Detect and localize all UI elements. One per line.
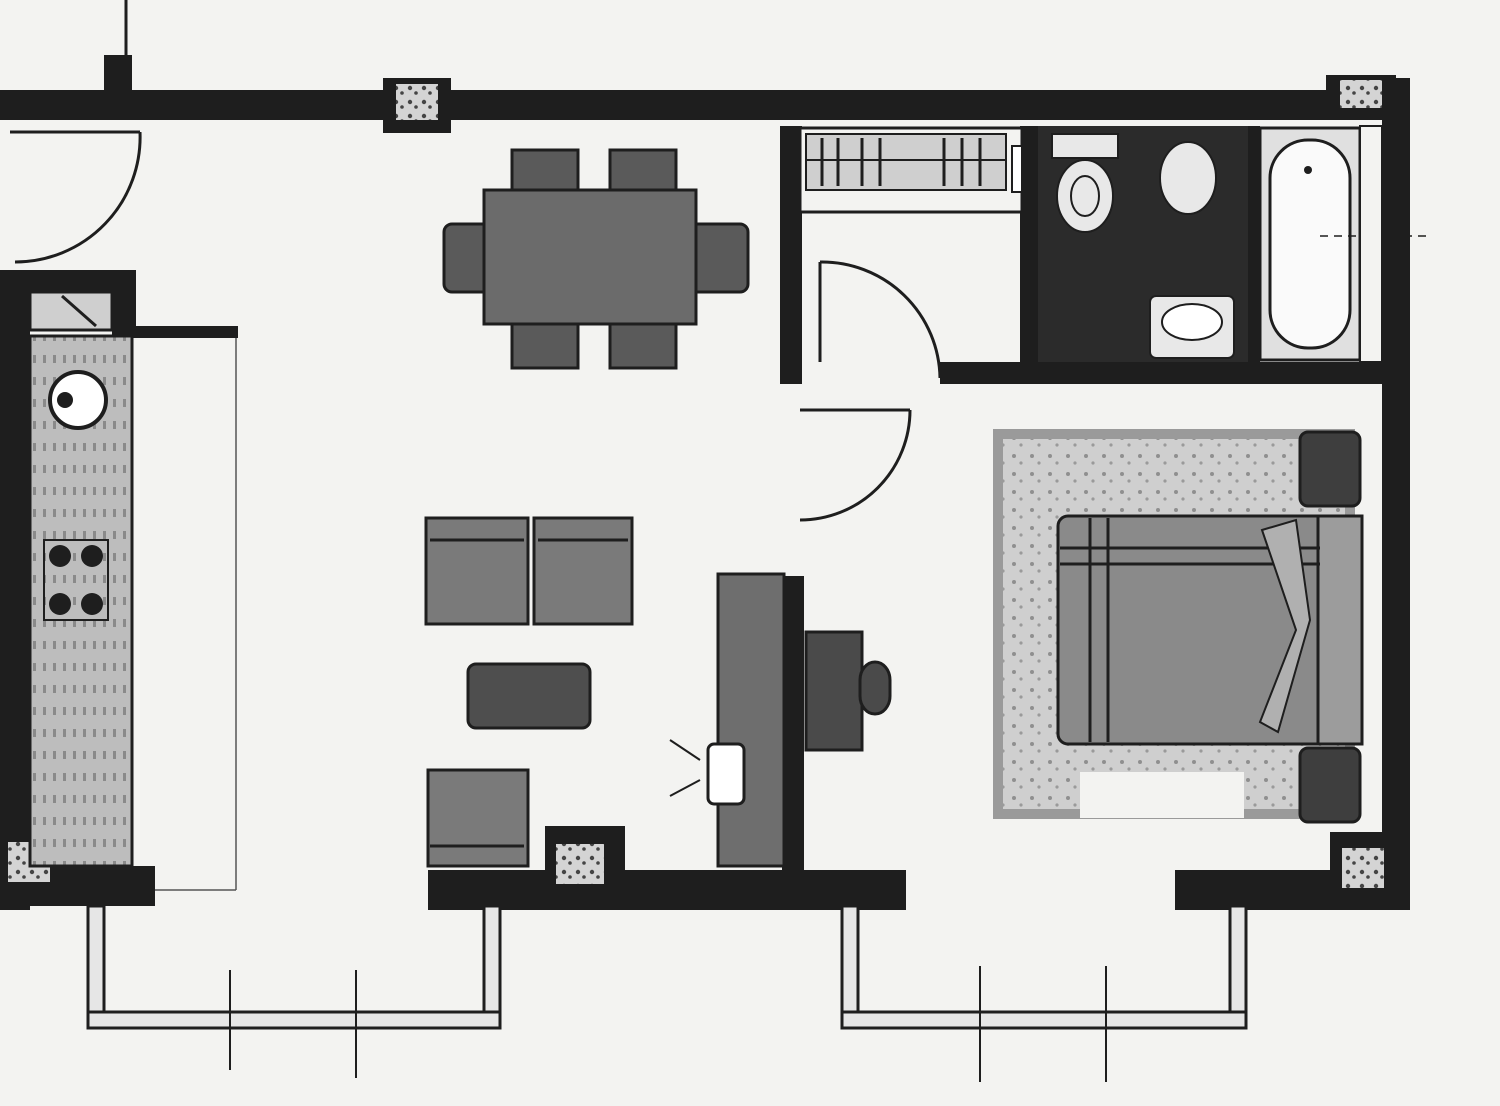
label-whiteout [1080,772,1244,818]
bath-bottom-wall [940,362,1400,384]
kitchen-ledge [112,326,238,338]
bathroom [1038,125,1430,363]
chair-back [858,660,892,716]
kitchen [28,290,237,891]
column [1342,848,1384,888]
dining-set [442,148,750,370]
entry-door [10,130,142,264]
bottom-wall-mid [428,870,906,910]
bedroom-door [799,408,912,522]
balcony-left [86,904,502,1078]
column [1340,80,1382,108]
kitchen-corner-cabinet [28,290,114,332]
stove-icon [49,545,103,615]
bath-divider [1248,126,1260,362]
kitchen-top-wall [0,270,135,292]
double-bed [1056,514,1364,746]
closet-left-wall [780,126,802,384]
sofa-seat [424,516,530,626]
entry-post [104,55,132,95]
tv-unit [716,572,786,868]
hallway-door [818,260,942,379]
dining-chair [688,222,750,294]
living-area [424,516,892,868]
top-wall [0,90,1400,120]
sink-icon [48,370,108,430]
partition-wall [782,576,804,872]
armchair [426,768,530,868]
bath-left-wall [1020,126,1038,362]
desk-chair [804,630,864,752]
bidet-icon [1159,141,1217,215]
bed-headboard [1316,514,1364,746]
coffee-table [466,662,592,730]
bedroom [993,429,1364,824]
right-wall [1382,78,1410,908]
column [396,84,438,120]
closet [798,126,1024,214]
column [556,844,604,884]
nightstand [1298,430,1362,508]
nightstand [1298,746,1362,824]
left-wall-lower [0,270,30,910]
lamp-icon [706,742,746,806]
structural-columns [0,75,1400,892]
balcony-right [840,904,1248,1082]
bed-bow [1258,518,1312,734]
kitchen-side-wall [112,270,136,330]
toilet-tank [1051,133,1119,159]
sofa-seat [532,516,634,626]
dining-table [482,188,698,326]
toilet-icon [1056,159,1114,233]
